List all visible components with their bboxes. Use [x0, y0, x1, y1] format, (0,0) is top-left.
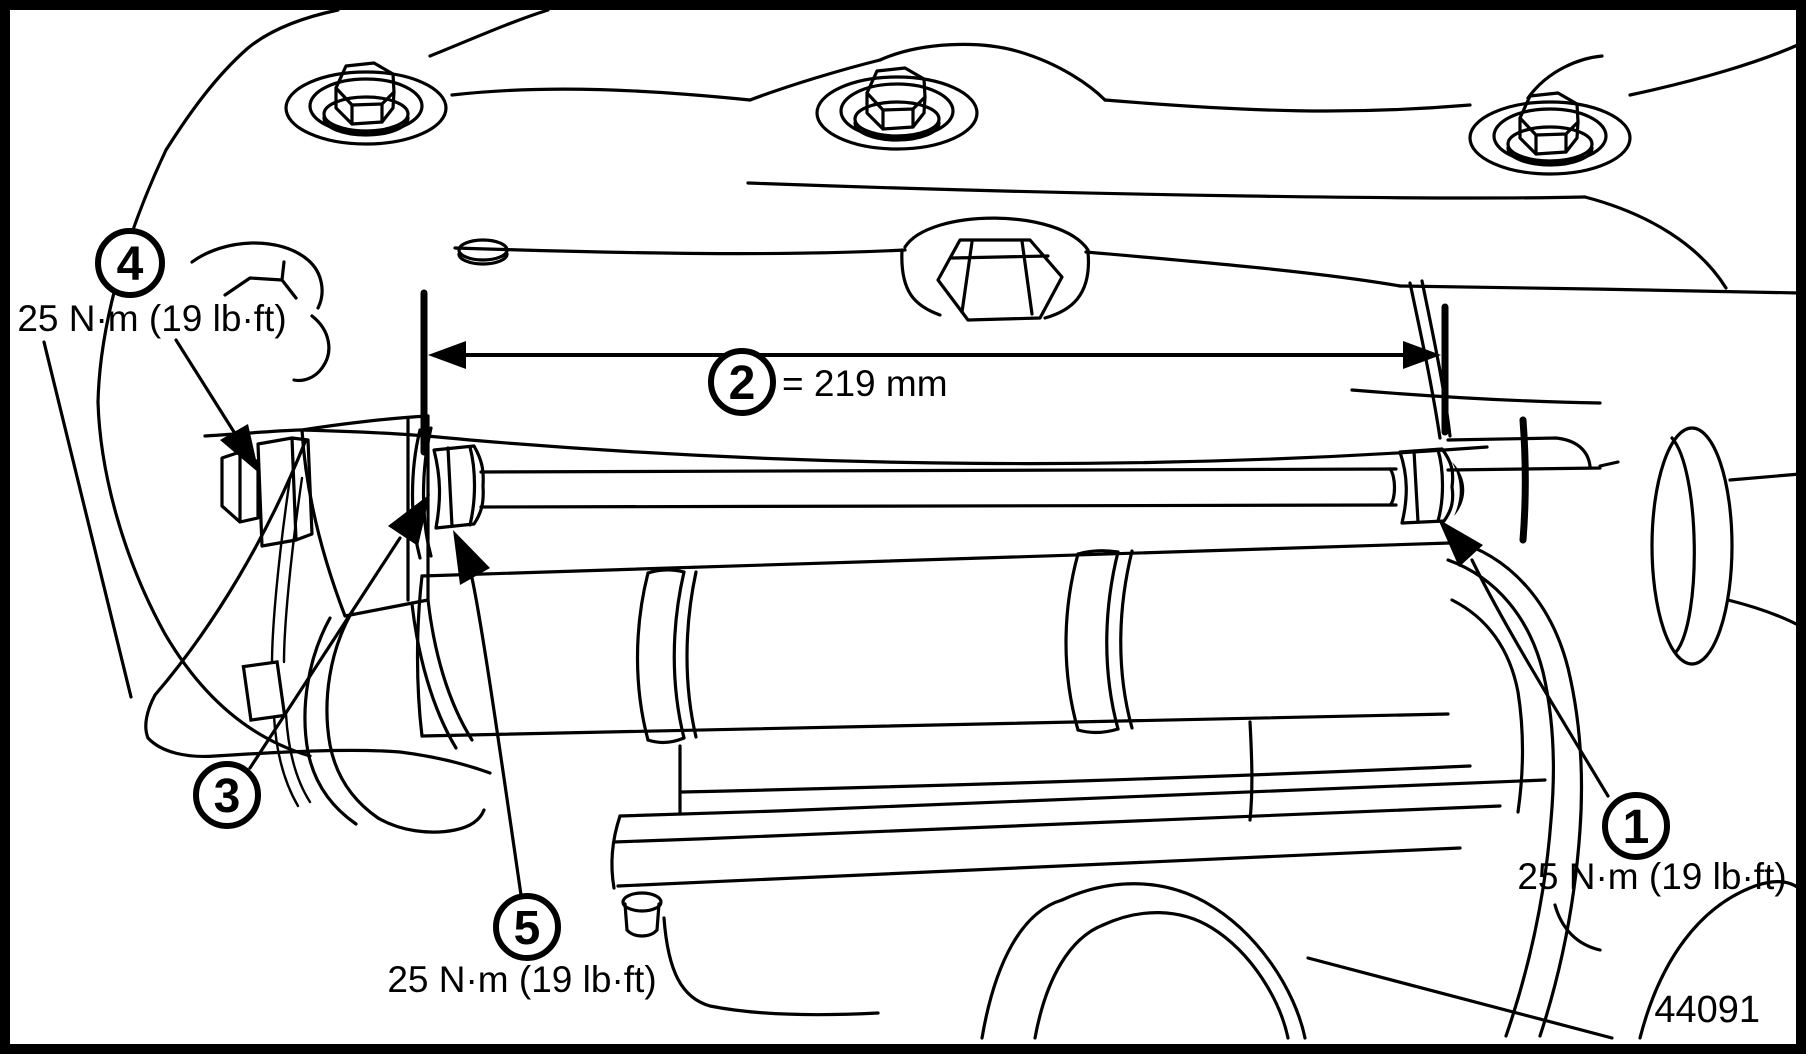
callout-3-leader — [248, 536, 402, 770]
boot-bracket — [1408, 279, 1620, 472]
dimension-219mm — [420, 289, 1449, 456]
subframe-bolt-left — [284, 61, 448, 146]
callout-1-arrow — [1438, 519, 1483, 567]
subframe-crossmember — [42, 8, 1802, 775]
drain-plug — [621, 891, 663, 938]
steering-gear-assembly — [220, 279, 1802, 1040]
callout-2-circle — [708, 348, 776, 416]
callout-4-arrow — [220, 424, 259, 473]
subframe-bolt-center — [815, 66, 979, 151]
callout-4: 4 25 N·m (19 lb·ft) — [17, 228, 287, 473]
callout-1-number: 1 — [1623, 801, 1650, 854]
boot-ribs-right — [1446, 416, 1584, 1038]
gear-end-flange — [1650, 426, 1802, 666]
dimension-value-label: = 219 mm — [782, 363, 948, 404]
callout-1-leader — [1470, 558, 1610, 798]
callout-4-torque-label: 25 N·m (19 lb·ft) — [17, 298, 286, 339]
tie-rod-locknut — [410, 426, 485, 560]
callout-3: 3 — [193, 494, 430, 829]
callout-4-number: 4 — [117, 238, 144, 291]
dimension-arrow-left — [428, 341, 466, 369]
callout-5-arrow — [453, 530, 490, 585]
subframe-bolt-right — [1468, 91, 1632, 176]
callout-4-leader — [174, 338, 236, 434]
callout-1-torque-label: 25 N·m (19 lb·ft) — [1517, 856, 1786, 897]
callout-5-torque-label: 25 N·m (19 lb·ft) — [387, 959, 656, 1000]
callout-4-circle — [95, 228, 165, 298]
callout-5-circle — [493, 893, 561, 961]
callout-5: 5 25 N·m (19 lb·ft) — [387, 530, 657, 1000]
figure-number: 44091 — [1654, 989, 1760, 1031]
callout-1-circle — [1602, 792, 1670, 860]
callout-2-number: 2 — [729, 357, 756, 410]
center-hex-nut — [900, 216, 1091, 322]
tube-collar-right — [1064, 549, 1134, 735]
boot-clamp — [241, 660, 287, 722]
gear-housing-bottom — [610, 720, 1547, 1017]
callout-2: 2 = 219 mm — [708, 348, 948, 416]
callout-3-circle — [193, 761, 261, 829]
rail-hole — [457, 238, 509, 266]
tie-rod-shaft — [479, 467, 1398, 509]
tube-collar-left — [635, 568, 698, 745]
callout-5-number: 5 — [514, 902, 541, 955]
dimension-arrow-right — [1403, 341, 1441, 369]
callout-3-arrow — [388, 494, 430, 546]
callout-3-number: 3 — [214, 770, 241, 823]
callout-1: 1 25 N·m (19 lb·ft) — [1438, 519, 1787, 897]
rack-end-nut — [1398, 447, 1465, 525]
callout-5-leader — [470, 576, 523, 897]
boot-bellows-left — [241, 476, 486, 834]
driveline-shapes — [980, 880, 1802, 1040]
